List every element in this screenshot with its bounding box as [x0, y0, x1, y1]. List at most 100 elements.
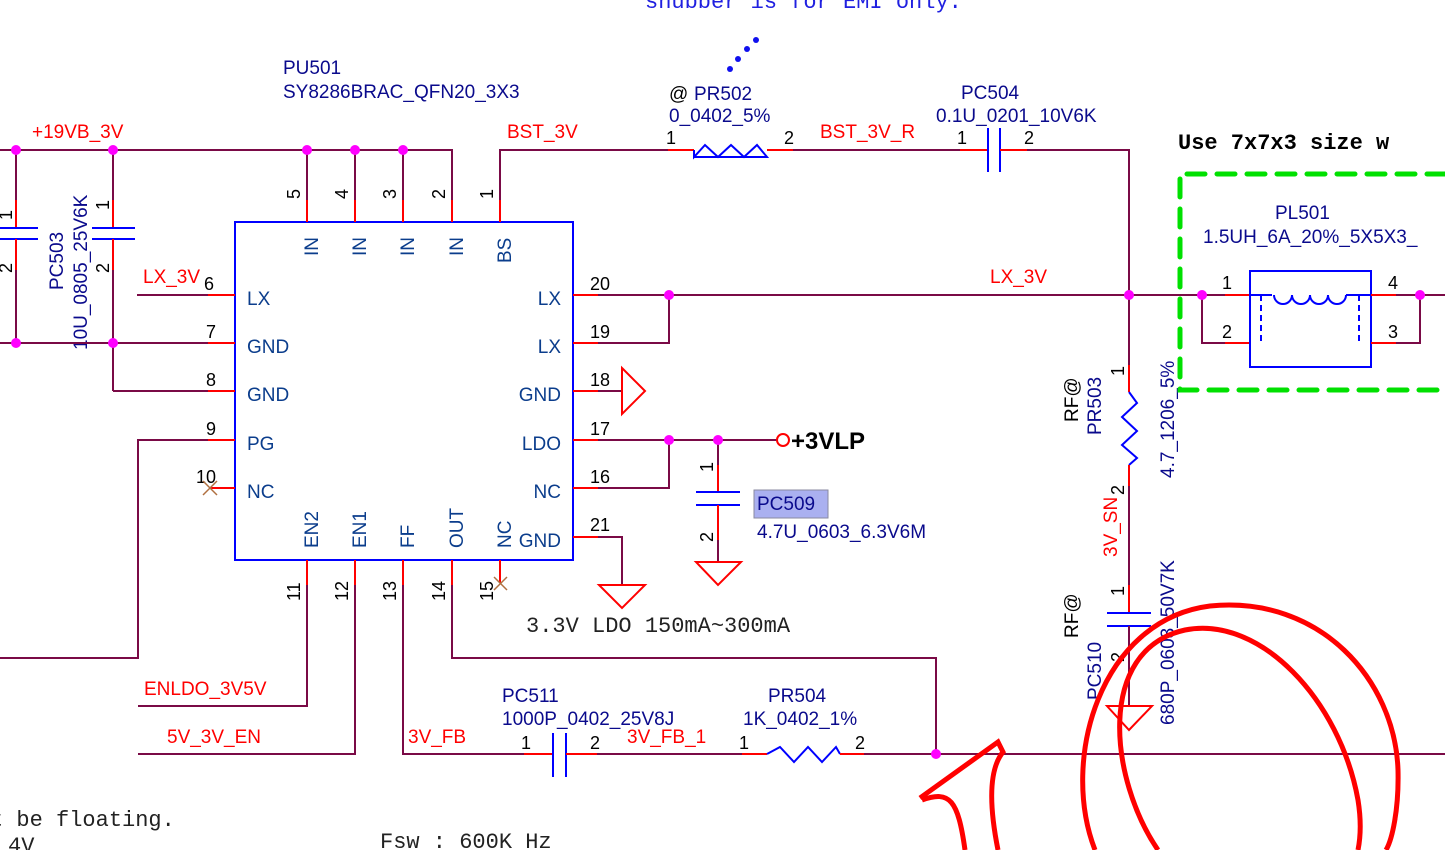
- pin-name: EN1: [350, 511, 371, 548]
- inductor-pl501[interactable]: [1201, 270, 1445, 368]
- capacitor-left[interactable]: [0, 200, 38, 343]
- fsw-note: Fsw : 600K Hz: [380, 830, 552, 850]
- pin-number: 2: [93, 263, 113, 273]
- wire-out: [451, 585, 937, 754]
- wire: [598, 536, 623, 585]
- pin-number: 1: [957, 128, 967, 148]
- pin-number: 2: [697, 532, 717, 542]
- net-label-en[interactable]: 5V_3V_EN: [167, 727, 261, 748]
- wire-vin: [0, 149, 453, 200]
- junctions: [11, 145, 1425, 759]
- pin-number: 6: [204, 274, 214, 294]
- wire-bst-r: [1027, 149, 1130, 365]
- pin-number: 7: [206, 322, 216, 342]
- pc510-value: 680P_0603_50V7K: [1158, 560, 1179, 725]
- pin-number: 3: [380, 189, 400, 199]
- pin-name: EN2: [302, 511, 323, 548]
- pin-number: 9: [206, 419, 216, 439]
- pin-number: 1: [1222, 273, 1232, 293]
- pin-number: 2: [590, 733, 600, 753]
- pin-number: 2: [855, 733, 865, 753]
- annotation-circle-inner: [1117, 625, 1363, 850]
- net-label-bst-r[interactable]: BST_3V_R: [820, 122, 915, 143]
- pr504-refdes: PR504: [768, 686, 827, 707]
- no-connect-icon: [493, 576, 508, 591]
- pr504-value: 1K_0402_1%: [743, 709, 857, 730]
- capacitor-pc503[interactable]: [92, 200, 135, 391]
- pin-number: 1: [521, 733, 531, 753]
- pc504-value: 0.1U_0201_10V6K: [936, 106, 1097, 127]
- net-label-lx-left[interactable]: LX_3V: [143, 267, 200, 288]
- pin-name: NC: [534, 482, 561, 503]
- pin-number: 14: [429, 581, 449, 601]
- pin-number: 1: [0, 210, 16, 220]
- capacitor-pc510[interactable]: [1107, 585, 1151, 706]
- capacitor-pc511[interactable]: [524, 733, 597, 777]
- pc503-value: 10U_0805_25V6K: [71, 194, 92, 350]
- pin-name: IN: [302, 237, 323, 256]
- pin-name: NC: [247, 482, 274, 503]
- net-label-enldo[interactable]: ENLDO_3V5V: [144, 679, 267, 700]
- pin-number: 21: [590, 515, 610, 535]
- pin-number: 19: [590, 322, 610, 342]
- wire-pg: [0, 439, 208, 659]
- pc509-refdes[interactable]: PC509: [757, 494, 815, 515]
- pin-name: FF: [398, 525, 419, 548]
- wire-fb: [402, 585, 524, 755]
- ic-left-pins: [208, 294, 235, 489]
- net-label-vin[interactable]: +19VB_3V: [32, 122, 124, 143]
- pin-number: 1: [739, 733, 749, 753]
- pin-number: 2: [1108, 652, 1128, 662]
- pin-name: BS: [495, 238, 516, 263]
- pin-number: 2: [1222, 322, 1232, 342]
- annotation-circle-outer: [1080, 602, 1401, 850]
- resistor-pr503[interactable]: [1120, 365, 1139, 486]
- capacitor-pc509[interactable]: [696, 440, 740, 562]
- capacitor-pc504[interactable]: [960, 128, 1027, 172]
- floating-note: t be floating.: [0, 808, 175, 833]
- net-label-fb1[interactable]: 3V_FB_1: [627, 727, 706, 748]
- pin-number: 10: [196, 467, 216, 487]
- pin-name: PG: [247, 434, 274, 455]
- pin-number: 18: [590, 370, 610, 390]
- resistor-pr504[interactable]: [742, 745, 864, 764]
- pr503-prefix: RF@: [1062, 377, 1083, 422]
- wire-nc16: [598, 440, 670, 489]
- ic-part-number: SY8286BRAC_QFN20_3X3: [283, 82, 520, 103]
- pin-number: 4: [1388, 273, 1398, 293]
- pin-number: 1: [1108, 586, 1128, 596]
- pc510-refdes: PC510: [1085, 642, 1106, 700]
- ground-icon: [621, 365, 647, 417]
- net-label-bst[interactable]: BST_3V: [507, 122, 578, 143]
- pin-name: LX: [247, 289, 271, 310]
- inductor-keepout-box: [1177, 171, 1445, 393]
- pin-name: LDO: [522, 434, 561, 455]
- snubber-dots: [727, 37, 759, 72]
- resistor-pr502[interactable]: [668, 143, 793, 160]
- ic-refdes: PU501: [283, 58, 341, 79]
- pin-number: 1: [477, 189, 497, 199]
- pin-number: 5: [284, 189, 304, 199]
- pr502-prefix: @: [669, 84, 688, 105]
- wire-bst: [499, 149, 668, 200]
- pc511-refdes: PC511: [502, 686, 559, 707]
- wire-en: [138, 585, 356, 755]
- pc509-value: 4.7U_0603_6.3V6M: [757, 522, 926, 543]
- pin-name: LX: [538, 337, 562, 358]
- pin-number: 2: [429, 189, 449, 199]
- pin-number: 13: [380, 581, 400, 601]
- pr502-value: 0_0402_5%: [669, 106, 771, 127]
- no-connect-icon: [202, 480, 218, 496]
- pl501-refdes: PL501: [1275, 203, 1330, 224]
- power-port-label[interactable]: +3VLP: [791, 428, 865, 455]
- pc504-refdes: PC504: [961, 83, 1020, 104]
- net-label-lx-right[interactable]: LX_3V: [990, 267, 1047, 288]
- ic-right-pins: [573, 294, 598, 538]
- pr503-refdes: PR503: [1085, 377, 1106, 435]
- net-label-fb[interactable]: 3V_FB: [408, 727, 466, 748]
- wire-enldo: [138, 585, 308, 707]
- pin-name: IN: [350, 237, 371, 256]
- pin-name: LX: [538, 289, 562, 310]
- net-label-sn[interactable]: 3V_SN: [1101, 497, 1122, 557]
